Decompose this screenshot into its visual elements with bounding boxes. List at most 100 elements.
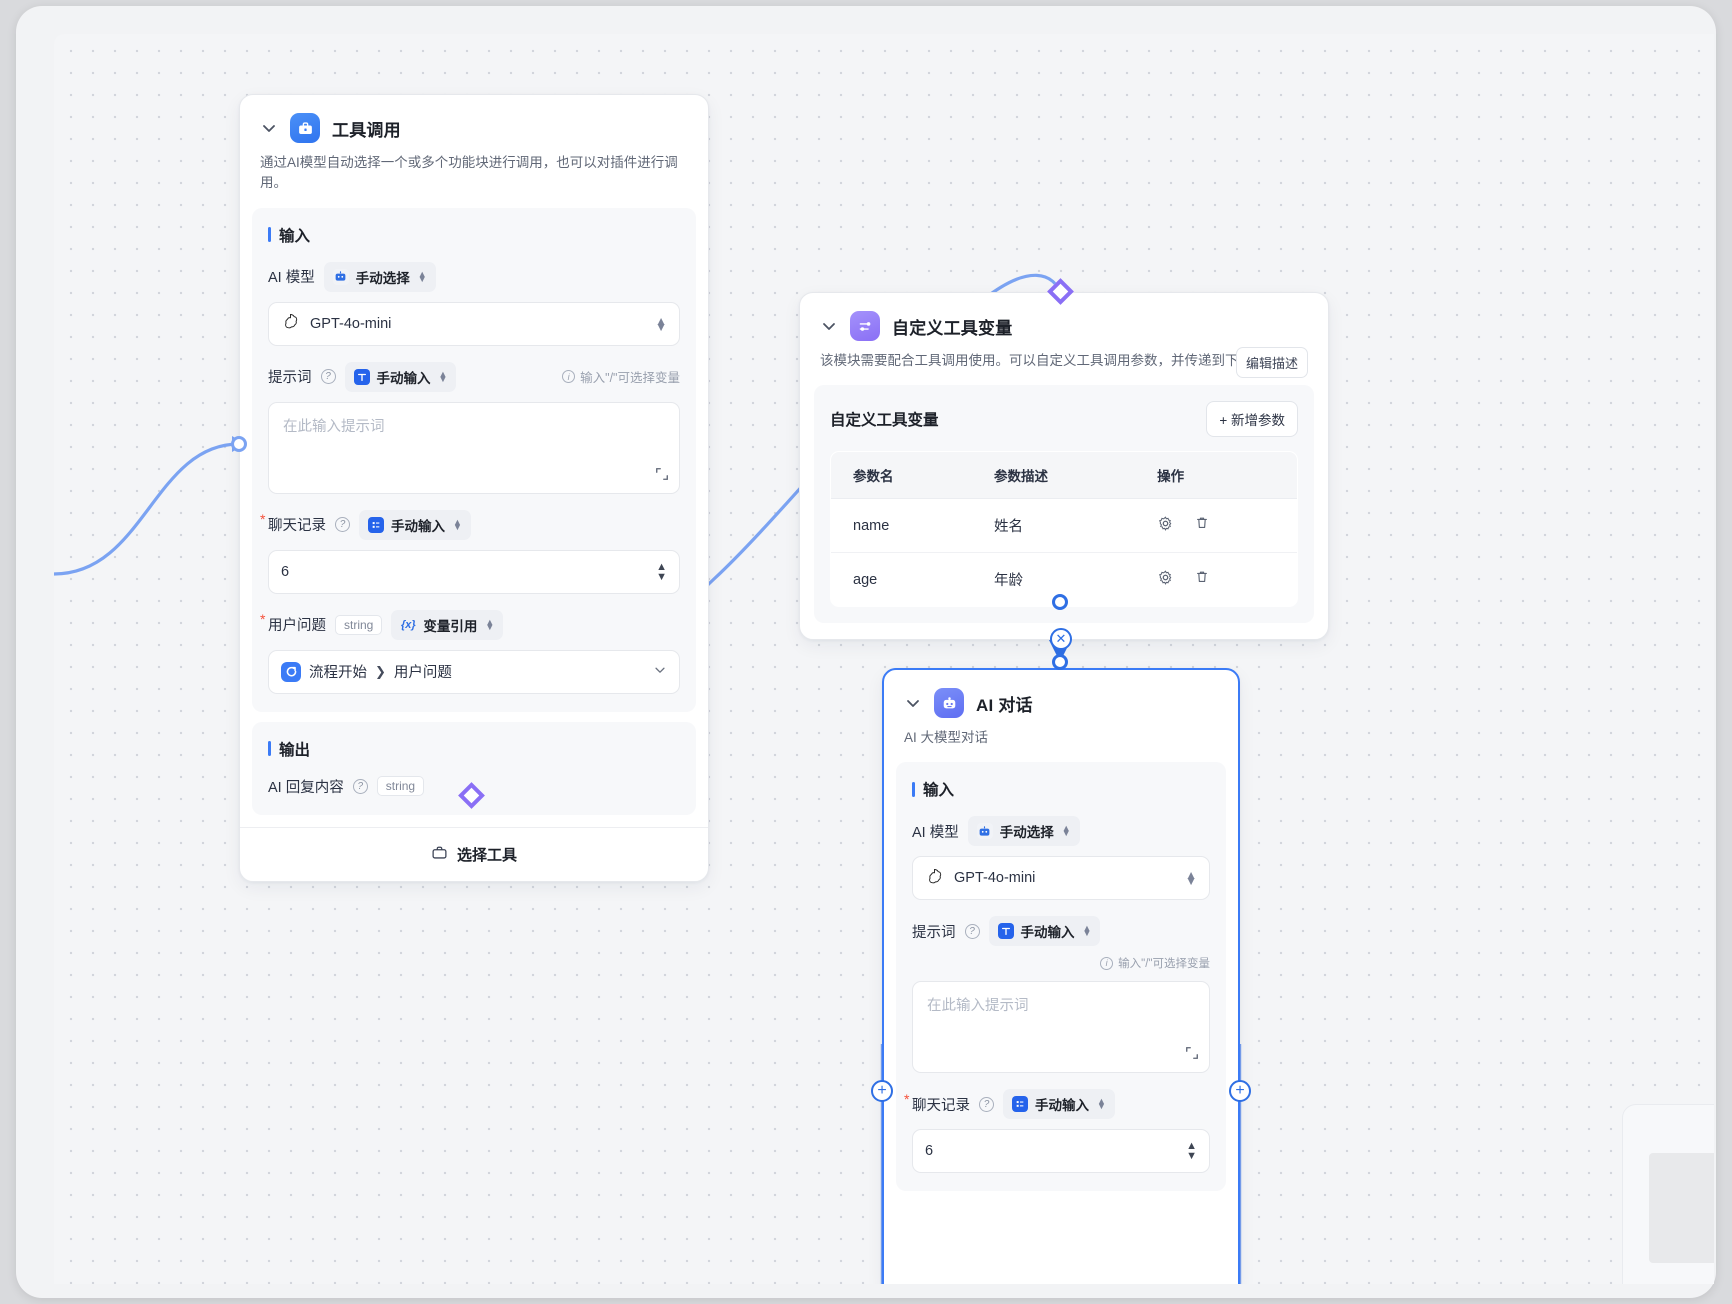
prompt-hint: i 输入"/"可选择变量 [1100, 955, 1210, 971]
window-frame: 工具调用 通过AI模型自动选择一个或多个功能块进行调用，也可以对插件进行调用。 … [16, 6, 1716, 1298]
prompt-mode-select[interactable]: 手动输入 ▲▼ [344, 361, 457, 392]
node-header: 工具调用 通过AI模型自动选择一个或多个功能块进行调用，也可以对插件进行调用。 [240, 95, 708, 194]
chevron-updown-icon: ▲▼ [417, 268, 427, 284]
settings-icon[interactable] [1157, 569, 1174, 590]
tool-vars-output-handle[interactable] [1052, 594, 1068, 610]
variable-source: 流程开始 [309, 665, 367, 681]
stepper-controls[interactable]: ▲ ▼ [1186, 1140, 1197, 1163]
ai-model-mode-select[interactable]: 手动选择 ▲▼ [967, 816, 1080, 847]
breadcrumb-arrow-icon: ❯ [375, 663, 386, 679]
stepper-up-icon[interactable]: ▲ [656, 560, 667, 573]
field-chat-record: 聊天记录 ? 手动输入 ▲▼ 6 ▲ [904, 1089, 1210, 1174]
ai-model-mode-label: 手动选择 [999, 825, 1054, 841]
stepper-down-icon[interactable]: ▼ [1186, 1150, 1197, 1163]
user-question-variable-select[interactable]: 流程开始 ❯ 用户问题 [268, 649, 680, 694]
panel-title: 自定义工具变量 [830, 412, 939, 430]
input-section-title: 输入 [268, 224, 680, 246]
help-icon[interactable]: ? [320, 369, 336, 384]
prompt-mode-select[interactable]: 手动输入 ▲▼ [988, 916, 1101, 947]
add-node-right-handle[interactable]: + [1229, 1080, 1251, 1102]
openai-icon [925, 867, 944, 890]
field-ai-model: AI 模型 手动选择 ▲▼ GPT-4o-min [912, 816, 1210, 901]
node-title: 工具调用 [332, 120, 401, 140]
section-bar [268, 227, 271, 242]
delete-edge-button[interactable]: ✕ [1050, 628, 1072, 650]
select-tool-label: 选择工具 [456, 846, 517, 864]
prompt-placeholder: 在此输入提示词 [283, 418, 385, 435]
ai-model-mode-select[interactable]: 手动选择 ▲▼ [323, 261, 436, 292]
table-row: age 年龄 [831, 553, 1297, 607]
user-question-mode-select[interactable]: {x} 变量引用 ▲▼ [391, 609, 504, 640]
chevron-updown-icon[interactable]: ▲▼ [1185, 868, 1197, 889]
stepper-controls[interactable]: ▲ ▼ [656, 560, 667, 583]
node-title: AI 对话 [976, 695, 1033, 715]
ai-model-value: GPT-4o-mini [310, 315, 392, 332]
tool-call-input-handle[interactable] [231, 436, 247, 452]
text-input-icon [997, 923, 1014, 940]
node-description: 通过AI模型自动选择一个或多个功能块进行调用，也可以对插件进行调用。 [260, 155, 678, 191]
collapse-chevron-icon[interactable] [260, 119, 278, 137]
node-custom-tool-variables[interactable]: 自定义工具变量 该模块需要配合工具调用使用。可以自定义工具调用参数，并传递到下游… [799, 292, 1329, 641]
custom-variables-header: 自定义工具变量 + 新增参数 [830, 401, 1298, 438]
prompt-mode-label: 手动输入 [1020, 925, 1075, 941]
chevron-down-icon[interactable] [653, 663, 667, 681]
chat-record-label: 聊天记录 [260, 511, 326, 535]
add-parameter-button[interactable]: + 新增参数 [1206, 401, 1298, 438]
section-bar [912, 781, 915, 797]
field-chat-record: 聊天记录 ? 手动输入 ▲▼ 6 ▲ [260, 509, 680, 594]
add-node-left-handle[interactable]: + [871, 1080, 893, 1102]
cell-param-desc: 姓名 [972, 498, 1136, 554]
chevron-updown-icon: ▲▼ [485, 616, 495, 632]
chevron-updown-icon[interactable]: ▲▼ [655, 313, 667, 334]
variable-reference: 流程开始 ❯ 用户问题 [281, 661, 452, 682]
workflow-canvas[interactable]: 工具调用 通过AI模型自动选择一个或多个功能块进行调用，也可以对插件进行调用。 … [54, 34, 1714, 1284]
cell-param-name: age [853, 571, 878, 588]
collapse-chevron-icon[interactable] [820, 317, 838, 335]
ai-model-select[interactable]: GPT-4o-mini ▲▼ [912, 856, 1210, 901]
chat-record-stepper[interactable]: 6 ▲ ▼ [912, 1129, 1210, 1174]
cell-param-desc: 年龄 [994, 573, 1023, 590]
variable-field: 用户问题 [393, 665, 452, 681]
output-panel: 输出 AI 回复内容 ? string [252, 721, 696, 815]
node-ai-chat[interactable]: AI 对话 AI 大模型对话 输入 AI 模型 [882, 668, 1240, 1284]
chat-record-mode-select[interactable]: 手动输入 ▲▼ [359, 509, 471, 540]
prompt-hint: i 输入"/"可选择变量 [562, 367, 680, 386]
chat-record-label: 聊天记录 [904, 1091, 970, 1115]
stepper-up-icon[interactable]: ▲ [1186, 1140, 1197, 1153]
chat-record-value: 6 [925, 1143, 934, 1160]
ai-chat-input-handle[interactable] [1052, 654, 1068, 670]
cell-param-name: name [831, 498, 972, 554]
help-icon[interactable]: ? [964, 923, 980, 939]
chat-record-mode-select[interactable]: 手动输入 ▲▼ [1003, 1089, 1115, 1120]
user-question-label: 用户问题 [260, 611, 326, 635]
field-ai-model: AI 模型 手动选择 ▲▼ GPT-4o-min [268, 261, 680, 346]
trash-icon[interactable] [1194, 569, 1210, 590]
sliders-icon [850, 311, 880, 341]
node-header: 自定义工具变量 该模块需要配合工具调用使用。可以自定义工具调用参数，并传递到下游… [800, 293, 1328, 378]
trash-icon[interactable] [1194, 515, 1210, 536]
prompt-textarea[interactable]: 在此输入提示词 [268, 401, 680, 494]
flow-start-icon [281, 661, 301, 682]
robot-icon [934, 688, 964, 718]
chevron-updown-icon: ▲▼ [1082, 923, 1092, 939]
node-tool-call[interactable]: 工具调用 通过AI模型自动选择一个或多个功能块进行调用，也可以对插件进行调用。 … [239, 94, 709, 882]
help-icon[interactable]: ? [979, 1096, 994, 1112]
edit-description-button[interactable]: 编辑描述 [1235, 347, 1308, 378]
prompt-textarea[interactable]: 在此输入提示词 [912, 981, 1210, 1074]
expand-icon[interactable] [655, 467, 669, 485]
stepper-down-icon[interactable]: ▼ [656, 570, 667, 583]
prompt-label: 提示词 [268, 370, 312, 386]
help-icon[interactable]: ? [352, 778, 368, 794]
ai-model-select[interactable]: GPT-4o-mini ▲▼ [268, 301, 680, 346]
select-tool-button[interactable]: 选择工具 [240, 826, 708, 881]
toolbox-icon [431, 844, 448, 865]
expand-icon[interactable] [1185, 1046, 1199, 1064]
chat-record-stepper[interactable]: 6 ▲ ▼ [268, 549, 680, 594]
help-icon[interactable]: ? [335, 517, 350, 532]
settings-icon[interactable] [1157, 515, 1174, 536]
table-header-row: 参数名 参数描述 操作 [831, 452, 1297, 500]
column-actions: 操作 [1135, 452, 1297, 500]
minimap-panel[interactable] [1622, 1104, 1714, 1284]
collapse-chevron-icon[interactable] [904, 694, 922, 712]
